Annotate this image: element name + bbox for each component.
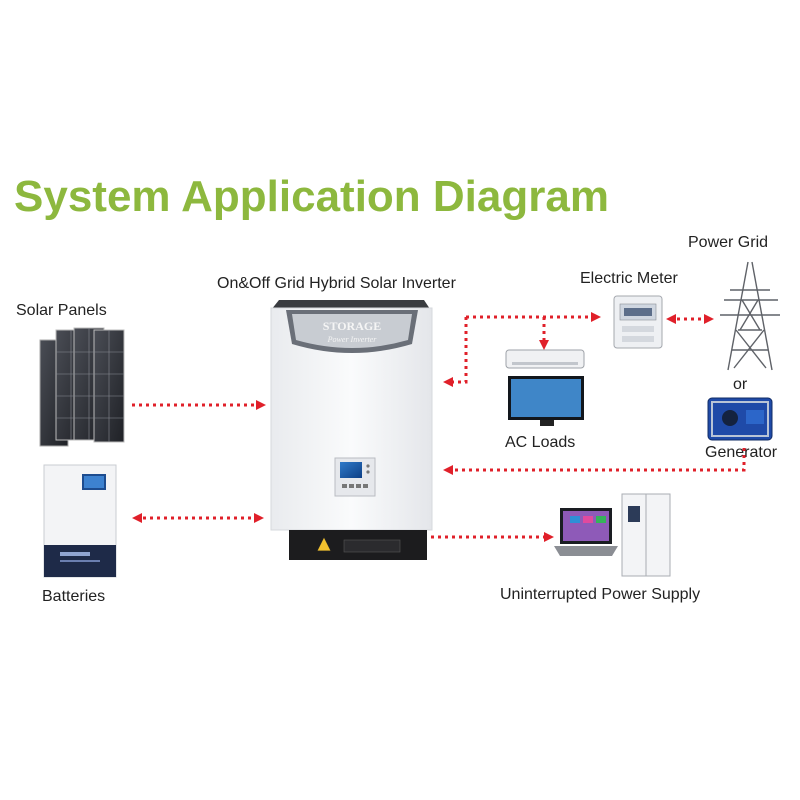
solar-panels-label: Solar Panels — [16, 302, 107, 319]
electric-meter-icon — [613, 295, 663, 349]
ac-loads-label: AC Loads — [505, 434, 576, 451]
diagram-title: System Application Diagram — [14, 172, 609, 221]
ups-label: Uninterrupted Power Supply — [500, 586, 701, 603]
electric-meter-label: Electric Meter — [580, 270, 678, 287]
inverter-icon: STORAGE Power Inverter — [270, 300, 433, 560]
refrigerator-icon — [621, 493, 671, 577]
power-grid-label: Power Grid — [688, 234, 769, 251]
air-conditioner-icon — [505, 349, 585, 369]
inverter-label: On&Off Grid Hybrid Solar Inverter — [217, 275, 456, 292]
tv-icon — [508, 376, 584, 426]
laptop-icon — [554, 508, 618, 556]
arrow-meter-to-inverter — [443, 317, 468, 387]
inverter-brand-line2: Power Inverter — [327, 335, 378, 344]
power-tower-icon — [720, 261, 780, 371]
batteries-label: Batteries — [42, 588, 106, 605]
connection-arrows — [132, 312, 746, 542]
inverter-brand-line1: STORAGE — [323, 319, 381, 333]
solar-panel-icon — [39, 327, 125, 447]
arrow-generator-to-inverter — [443, 448, 746, 475]
generator-label: Generator — [705, 444, 778, 461]
or-label: or — [733, 376, 748, 393]
generator-icon — [707, 397, 773, 441]
battery-icon — [43, 464, 117, 578]
